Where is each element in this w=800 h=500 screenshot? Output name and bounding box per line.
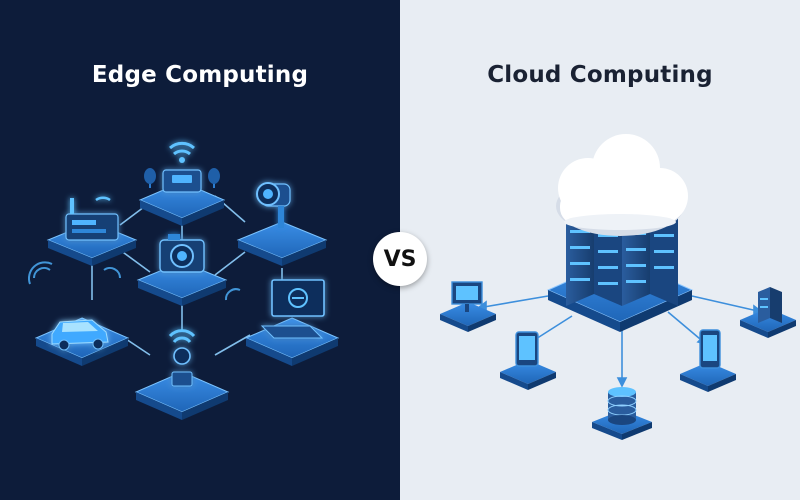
server-tower-icon [758, 287, 782, 323]
monitor-icon [260, 279, 325, 339]
monitor-node [244, 279, 340, 366]
router-icon [162, 141, 202, 193]
smartphone-node [680, 329, 736, 392]
desktop-monitor-node [440, 281, 496, 332]
signal-arcs [27, 261, 241, 301]
projector-node [236, 182, 328, 266]
car-icon [51, 319, 109, 351]
server-box-icon [65, 196, 119, 241]
cloud-title: Cloud Computing [487, 62, 713, 88]
edge-title: Edge Computing [91, 62, 309, 88]
server-box-node [46, 196, 138, 266]
tree-icon [144, 168, 220, 188]
server-tower-node [740, 287, 796, 338]
tablet-icon [515, 331, 539, 367]
sensor-hub-icon [168, 329, 196, 387]
desktop-monitor-icon [451, 281, 483, 312]
tablet-node [500, 331, 556, 390]
sensor-hub-node [134, 329, 230, 420]
database-icon [607, 387, 637, 425]
car-node [34, 317, 130, 366]
smartphone-icon [699, 329, 721, 369]
router-node [138, 141, 226, 226]
camera-node [136, 234, 228, 306]
projector-icon [256, 182, 291, 228]
vs-badge: VS [373, 232, 427, 286]
cloud-icon [556, 134, 688, 236]
database-node [592, 387, 652, 440]
camera-icon [159, 234, 205, 273]
